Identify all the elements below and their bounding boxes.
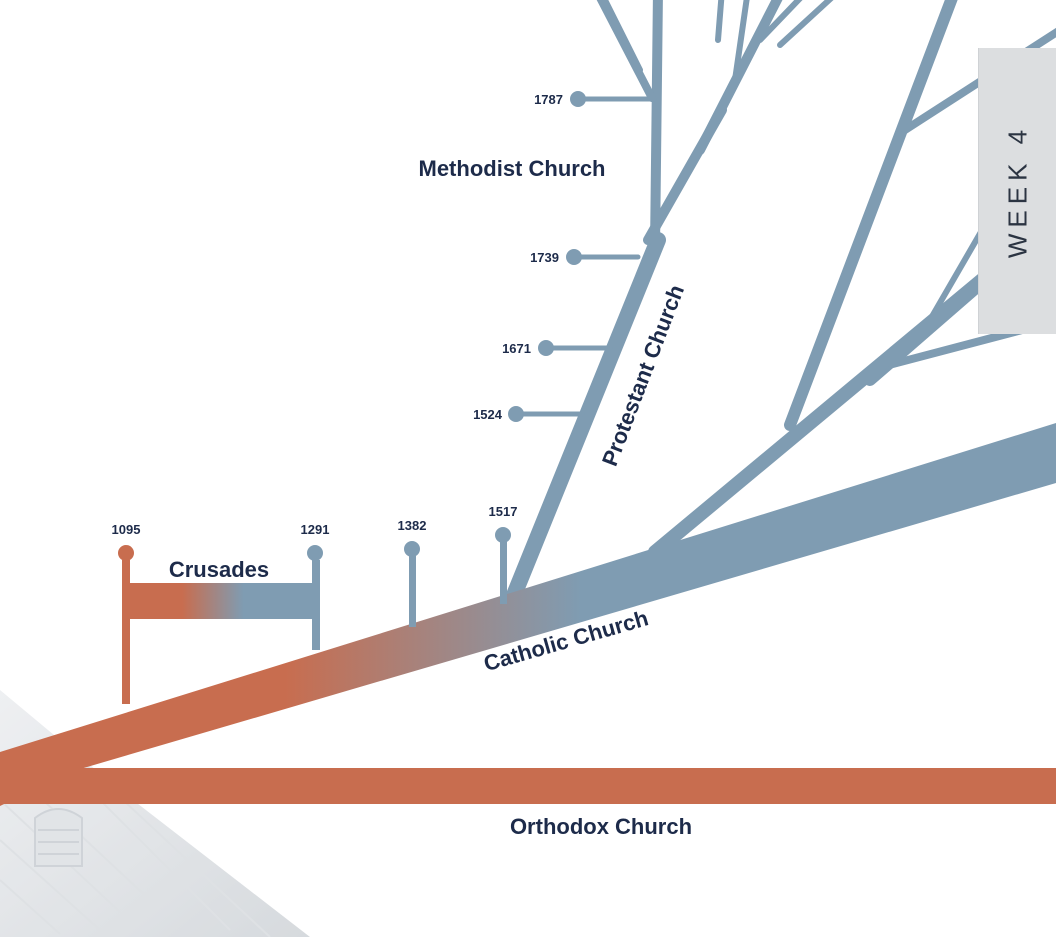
orthodox-church-branch xyxy=(0,768,1056,804)
crusades-period-bar xyxy=(118,545,323,704)
year-label-1291: 1291 xyxy=(301,522,330,537)
catholic-church-branch xyxy=(0,423,1056,806)
protestant-church-branch xyxy=(504,232,666,608)
year-label-1095: 1095 xyxy=(112,522,141,537)
year-label-1787: 1787 xyxy=(534,92,563,107)
reform-markers xyxy=(404,527,511,627)
year-label-1739: 1739 xyxy=(530,250,559,265)
crusades-label: Crusades xyxy=(169,557,269,582)
year-label-1671: 1671 xyxy=(502,341,531,356)
week-tab: WEEK 4 xyxy=(978,48,1056,334)
year-tick-lines xyxy=(513,96,657,417)
methodist-church-branch xyxy=(643,105,727,245)
week-label: WEEK 4 xyxy=(1002,123,1033,259)
year-tick-dots xyxy=(508,91,586,422)
year-label-1517: 1517 xyxy=(489,504,518,519)
year-label-1382: 1382 xyxy=(398,518,427,533)
methodist-church-label: Methodist Church xyxy=(419,156,606,181)
year-label-1524: 1524 xyxy=(473,407,503,422)
orthodox-church-label: Orthodox Church xyxy=(510,814,692,839)
